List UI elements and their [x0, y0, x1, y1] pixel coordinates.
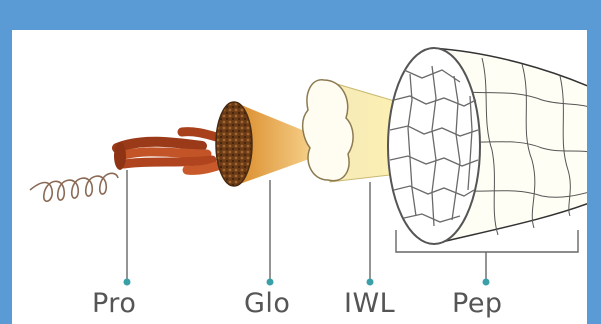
pep-leader-dot — [483, 279, 490, 286]
glo-structure — [216, 102, 312, 186]
glo-leader-dot — [267, 279, 274, 286]
pro-fiber — [117, 142, 202, 148]
iwl-disk — [303, 80, 353, 181]
pro-structure — [30, 132, 230, 202]
label-glo: Glo — [244, 288, 290, 319]
coil-thread — [30, 173, 118, 201]
pro-fiber — [124, 160, 212, 164]
pro-fiber — [120, 152, 207, 156]
label-iwl: IWL — [344, 288, 395, 319]
iwl-leader-dot — [367, 279, 374, 286]
label-pep: Pep — [452, 288, 503, 319]
structure-diagram — [12, 30, 587, 324]
pep-structure — [388, 48, 587, 244]
diagram-canvas: Pro Glo IWL Pep — [12, 30, 587, 324]
glo-disk — [216, 102, 252, 186]
pro-leader-dot — [124, 279, 131, 286]
pro-fiber-end — [114, 142, 126, 170]
label-pro: Pro — [92, 288, 136, 319]
